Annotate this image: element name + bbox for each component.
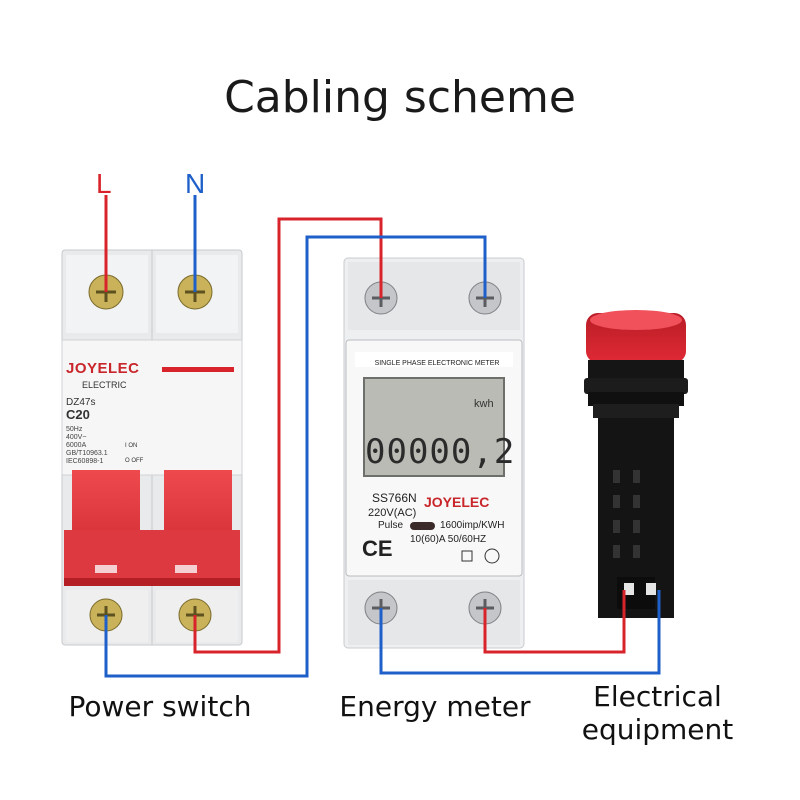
meter-brand-logo: JOYELEC (424, 494, 490, 510)
neutral-wire (104, 235, 487, 678)
caption-line: equipment (581, 713, 734, 746)
breaker-brand-logo: JOYELEC (66, 360, 140, 377)
indicator-lamp (584, 310, 688, 618)
meter-impulse-rate: 1600imp/KWH (440, 520, 505, 531)
meter-header: SINGLE PHASE ELECTRONIC METER (374, 360, 500, 367)
breaker-model: DZ47s (66, 397, 96, 408)
meter-model: SS766N (372, 491, 417, 505)
breaker-maker: ELECTRIC (82, 380, 127, 390)
meter-pulse-label: Pulse (378, 520, 404, 531)
meter-voltage: 220V(AC) (368, 507, 417, 519)
breaker-rating: C20 (66, 407, 90, 422)
pulse-led (410, 522, 435, 530)
meter-display (363, 377, 505, 477)
meter-reading: 00000,2 (365, 432, 516, 472)
meter-current-rating: 10(60)A 50/60HZ (410, 534, 487, 545)
caption-line: Electrical (593, 680, 722, 713)
live-wire (193, 217, 383, 654)
breaker-spec: IEC60898-1 (66, 458, 104, 465)
wiring (104, 195, 661, 678)
breaker-red-stripe (162, 367, 234, 372)
breaker-spec: 6000A (66, 442, 87, 449)
breaker-spec: GB/T10963.1 (66, 450, 108, 457)
breaker-spec: 50Hz (66, 426, 83, 433)
ce-mark: CE (362, 536, 393, 561)
caption-power-switch: Power switch (68, 690, 252, 723)
live-line-label: L (96, 168, 112, 199)
breaker-spec: 400V~ (66, 434, 87, 441)
breaker-off-marking: O OFF (125, 458, 144, 464)
live-wire (483, 590, 626, 654)
circuit-breaker (61, 249, 243, 646)
meter-unit: kwh (474, 398, 494, 410)
neutral-line-label: N (185, 168, 206, 199)
energy-meter (343, 257, 525, 649)
caption-energy-meter: Energy meter (339, 690, 531, 723)
diagram-title: Cabling scheme (224, 72, 576, 123)
breaker-on-marking: I ON (125, 443, 138, 449)
caption-electrical-equipment: Electrical equipment (570, 680, 745, 746)
neutral-wire (379, 590, 661, 675)
